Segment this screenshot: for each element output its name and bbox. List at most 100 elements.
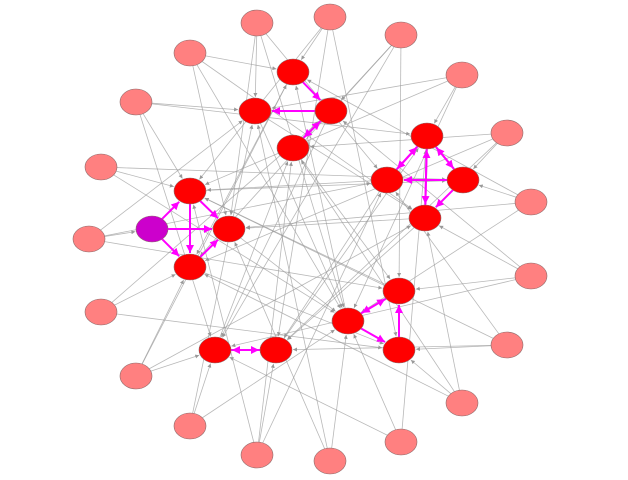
- gray-edge: [192, 124, 254, 414]
- gray-edge: [149, 225, 412, 370]
- gray-edge: [219, 161, 289, 338]
- gray-edge: [116, 313, 383, 350]
- gray-edge: [253, 35, 258, 98]
- gray-edge: [433, 86, 456, 124]
- outer-node[interactable]: [84, 298, 118, 326]
- outer-node[interactable]: [119, 362, 153, 390]
- gray-edge: [309, 133, 492, 149]
- gray-edge: [260, 123, 343, 309]
- cluster-edge: [302, 81, 322, 101]
- outer-node[interactable]: [384, 428, 418, 456]
- gray-edge: [342, 120, 521, 268]
- outer-node[interactable]: [490, 119, 524, 147]
- gray-edge: [415, 345, 492, 352]
- inner-node[interactable]: [370, 166, 404, 194]
- outer-node[interactable]: [313, 447, 347, 475]
- outer-node[interactable]: [514, 188, 548, 216]
- inner-node[interactable]: [212, 215, 246, 243]
- cluster-edge: [361, 297, 387, 314]
- cluster-edge: [302, 120, 321, 139]
- gray-edge: [139, 114, 212, 337]
- inner-node[interactable]: [173, 253, 207, 281]
- outer-node[interactable]: [445, 389, 479, 417]
- gray-edge: [150, 354, 200, 372]
- cluster-edge: [199, 238, 219, 258]
- inner-node[interactable]: [382, 277, 416, 305]
- inner-node[interactable]: [198, 336, 232, 364]
- cluster-edge: [161, 201, 180, 220]
- inner-node[interactable]: [446, 166, 480, 194]
- outer-node[interactable]: [119, 88, 153, 116]
- outer-node[interactable]: [490, 331, 524, 359]
- inner-node[interactable]: [276, 134, 310, 162]
- gray-edge: [141, 279, 184, 365]
- cluster-edge: [161, 238, 180, 257]
- gray-edge: [271, 77, 447, 110]
- gray-edge: [240, 237, 336, 312]
- gray-edge: [204, 80, 448, 185]
- gray-edge: [205, 55, 277, 71]
- inner-node[interactable]: [276, 58, 310, 86]
- cluster-edge: [435, 189, 454, 208]
- gray-edge: [300, 28, 323, 60]
- inner-node[interactable]: [259, 336, 293, 364]
- inner-node[interactable]: [382, 336, 416, 364]
- gray-edge: [151, 103, 411, 136]
- gray-edge: [294, 85, 346, 309]
- highlighted-node[interactable]: [135, 215, 169, 243]
- gray-edge: [397, 47, 402, 278]
- gray-edge: [205, 178, 447, 191]
- gray-edge: [114, 273, 176, 306]
- outer-node[interactable]: [313, 3, 347, 31]
- cluster-edge: [435, 146, 455, 170]
- gray-edge: [258, 363, 275, 443]
- gray-edge: [426, 231, 460, 391]
- gray-edge: [331, 334, 348, 449]
- gray-edge: [193, 363, 212, 414]
- gray-edge: [202, 329, 336, 419]
- outer-node[interactable]: [240, 441, 274, 469]
- cluster-edge: [422, 149, 431, 206]
- gray-edge: [104, 230, 136, 237]
- inner-node[interactable]: [238, 97, 272, 125]
- inner-node[interactable]: [173, 177, 207, 205]
- gray-edge: [300, 160, 455, 392]
- gray-edge: [192, 204, 255, 443]
- cluster-edge: [360, 327, 386, 343]
- gray-edge: [300, 158, 391, 280]
- inner-node[interactable]: [331, 307, 365, 335]
- inner-node[interactable]: [408, 204, 442, 232]
- gray-edge: [415, 277, 516, 291]
- gray-edge: [192, 65, 228, 216]
- outer-node[interactable]: [445, 61, 479, 89]
- gray-edge: [229, 356, 388, 436]
- gray-edge: [245, 218, 410, 230]
- gray-edge: [151, 102, 239, 112]
- cluster-edge: [199, 200, 219, 220]
- outer-node[interactable]: [84, 153, 118, 181]
- gray-edge: [353, 334, 397, 430]
- gray-edge: [410, 359, 452, 394]
- inner-node[interactable]: [314, 97, 348, 125]
- outer-node[interactable]: [384, 21, 418, 49]
- outer-node[interactable]: [240, 9, 274, 37]
- inner-node[interactable]: [410, 122, 444, 150]
- gray-edge: [104, 241, 383, 290]
- gray-edge: [438, 225, 518, 270]
- outer-node[interactable]: [173, 39, 207, 67]
- gray-edge: [116, 170, 174, 188]
- gray-edge: [267, 118, 412, 210]
- gray-edge: [113, 174, 335, 313]
- cluster-edges: [161, 81, 455, 354]
- gray-edge: [276, 29, 329, 337]
- gray-edge: [220, 122, 326, 338]
- outer-node[interactable]: [173, 412, 207, 440]
- gray-edge: [478, 184, 517, 198]
- outer-node[interactable]: [514, 262, 548, 290]
- outer-node[interactable]: [72, 225, 106, 253]
- gray-edge: [204, 197, 494, 339]
- gray-edge: [283, 191, 380, 338]
- gray-edge: [204, 197, 386, 285]
- nodes: [72, 3, 548, 475]
